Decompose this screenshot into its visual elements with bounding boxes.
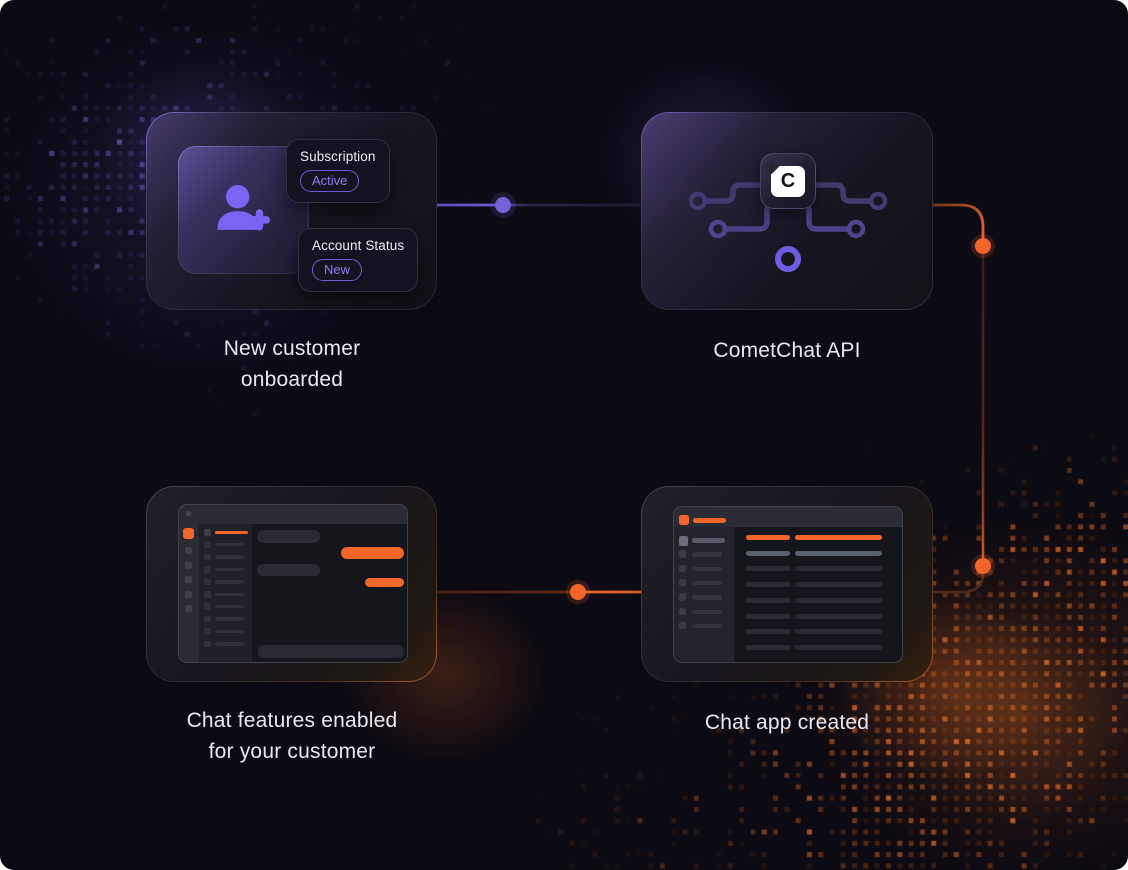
sidebar-line [692, 623, 722, 629]
conversation-avatar [204, 628, 211, 635]
table-cell-line [746, 644, 790, 650]
connector-api-down [931, 203, 985, 240]
conversation-line [215, 567, 244, 572]
badge-title: Account Status [312, 238, 405, 253]
received-message-bubble [257, 564, 320, 576]
app-logo-line [693, 517, 726, 523]
conversation-avatar [204, 553, 211, 561]
rail-item [185, 576, 192, 583]
subscription-badge: Subscription Active [286, 139, 390, 203]
connector-into-app [931, 572, 985, 594]
table-cell-line [746, 550, 790, 556]
window-dot [186, 511, 191, 516]
app-logo-square [679, 515, 689, 525]
conversation-avatar [204, 566, 211, 573]
rail-item [185, 590, 192, 598]
table-cell-line [795, 582, 882, 588]
account-status-badge: Account Status New [298, 228, 419, 292]
conversation-avatar [204, 541, 211, 548]
cometchat-logo-chip: C [760, 153, 816, 209]
table-cell-line [795, 613, 882, 619]
conversation-line [215, 642, 244, 646]
message-input-bar [258, 645, 404, 658]
conversation-line [215, 629, 244, 634]
user-plus-icon [217, 185, 271, 231]
sidebar-line [692, 580, 722, 586]
table-cell-line [795, 535, 882, 540]
table-cell-line [746, 597, 790, 603]
card-chat-app [641, 486, 933, 682]
conversation-line [215, 617, 244, 621]
label-cometchat-api: CometChat API [713, 339, 861, 362]
chat-main-area [252, 524, 407, 662]
label-new-customer: New customer onboarded [223, 337, 361, 391]
table-cell-line [746, 629, 790, 635]
badge-title: Subscription [300, 149, 376, 164]
sidebar-line [692, 552, 722, 557]
conversation-line [215, 592, 244, 596]
orange-flow-dot-top [975, 238, 991, 254]
card-chat-features [146, 486, 437, 682]
sidebar-line [692, 538, 725, 543]
label-chat-app: Chat app created [704, 711, 870, 734]
status-pill-active: Active [300, 170, 360, 192]
sent-message-bubble [365, 578, 404, 587]
purple-flow-dot [495, 197, 511, 213]
rail-item [185, 547, 192, 554]
table-cell-line [746, 535, 790, 540]
logo-notch [763, 158, 780, 174]
table-cell-line [746, 613, 790, 619]
conversation-line [215, 530, 248, 534]
sidebar-icon [678, 621, 686, 630]
sidebar-icon [678, 607, 686, 615]
table-cell-line [795, 550, 882, 556]
rail-item [185, 605, 192, 612]
orange-flow-dot-bottom [570, 584, 586, 600]
table-cell-line [746, 582, 790, 588]
cometchat-logo: C [763, 158, 805, 197]
conversation-avatar [204, 591, 211, 598]
table-cell-line [746, 566, 790, 572]
dashboard-main-area [734, 527, 902, 662]
card-new-customer: Subscription Active Account Status New [146, 112, 437, 310]
rail-active-item [183, 528, 194, 539]
chat-window-mockup [178, 504, 408, 663]
table-cell-line [795, 629, 882, 635]
orange-flow-dot-mid [975, 558, 991, 574]
rail-item [185, 561, 192, 569]
table-cell-line [795, 597, 882, 603]
status-pill-new: New [312, 259, 363, 281]
card-cometchat-api: C [641, 112, 933, 310]
sidebar-icon [678, 536, 688, 546]
dashboard-window-mockup [673, 506, 903, 663]
conversation-avatar [204, 615, 211, 623]
conversation-avatar [204, 640, 211, 648]
table-cell-line [795, 644, 882, 650]
conversation-line [215, 555, 244, 559]
sidebar-icon [678, 593, 686, 601]
sent-message-bubble [341, 547, 404, 559]
conversation-line [215, 542, 244, 547]
conversation-line [215, 580, 244, 584]
circuit-icon [688, 182, 888, 272]
conversation-avatar [204, 603, 211, 610]
sidebar-icon [678, 578, 686, 587]
sidebar-icon [678, 564, 686, 573]
sidebar-line [692, 566, 722, 572]
conversation-line [215, 604, 244, 609]
sidebar-line [692, 595, 722, 600]
conversation-avatar [204, 578, 211, 586]
table-cell-line [795, 566, 882, 572]
sidebar-icon [678, 550, 686, 558]
logo-letter: C [780, 169, 796, 192]
received-message-bubble [257, 530, 320, 543]
sidebar-line [692, 609, 722, 614]
conversation-avatar [204, 529, 211, 536]
label-chat-features: Chat features enabled for your customer [186, 709, 398, 763]
